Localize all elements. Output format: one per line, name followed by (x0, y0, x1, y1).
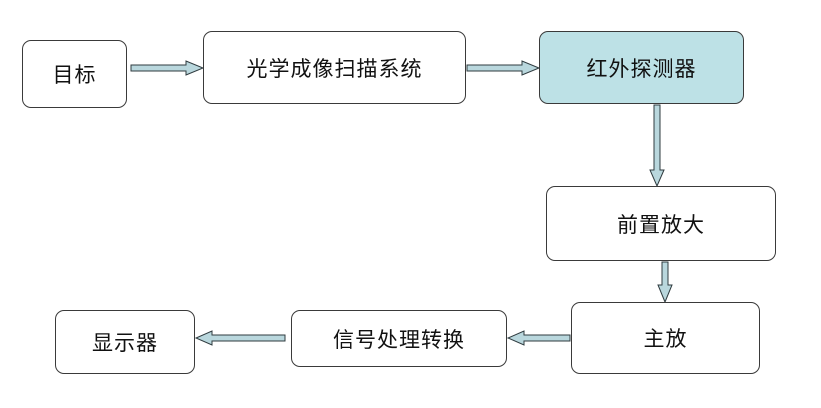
node-preamp-label: 前置放大 (617, 212, 705, 237)
node-main-amp-label: 主放 (643, 327, 688, 351)
node-ir-detector-label: 红外探测器 (586, 56, 697, 81)
arrow-preamp-to-main-amp (657, 261, 673, 304)
arrow-target-to-optical-scan (130, 60, 205, 76)
node-preamp: 前置放大 (546, 186, 776, 261)
node-ir-detector: 红外探测器 (539, 31, 744, 104)
node-target-label: 目标 (52, 63, 97, 87)
node-signal-proc-label: 信号处理转换 (333, 327, 465, 352)
arrow-signal-proc-to-display (194, 330, 286, 346)
node-target: 目标 (22, 40, 127, 108)
arrow-optical-scan-to-ir-detector (466, 60, 541, 76)
node-optical-scan-label: 光学成像扫描系统 (246, 56, 423, 81)
arrow-ir-detector-to-preamp (649, 104, 665, 188)
node-display-label: 显示器 (92, 331, 158, 355)
node-main-amp: 主放 (571, 302, 760, 374)
node-signal-proc: 信号处理转换 (291, 310, 507, 367)
arrow-main-amp-to-signal-proc (506, 330, 571, 346)
node-optical-scan: 光学成像扫描系统 (203, 31, 466, 104)
node-display: 显示器 (55, 310, 195, 374)
